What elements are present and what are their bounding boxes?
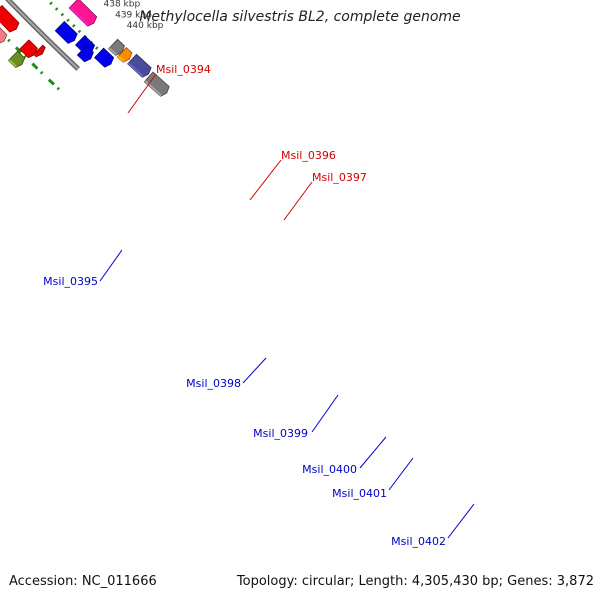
- gene-highlight: [117, 55, 125, 63]
- backbone-highlight: [7, 0, 79, 70]
- label-msil-0396[interactable]: Msil_0396: [281, 149, 336, 162]
- gene-highlight: [108, 47, 118, 56]
- gene-highlight: [0, 19, 12, 33]
- gc-ring: [0, 29, 61, 91]
- label-msil-0399[interactable]: Msil_0399: [253, 427, 308, 440]
- gene-block[interactable]: [143, 71, 170, 97]
- label-leader-line: [359, 436, 387, 469]
- gene-highlight: [77, 53, 86, 62]
- tick-label: 440 kbp: [127, 21, 164, 31]
- gene-msil-0402[interactable]: [127, 53, 152, 78]
- label-leader-line: [127, 73, 157, 114]
- label-leader-line: [249, 159, 282, 201]
- label-msil-0398[interactable]: Msil_0398: [186, 377, 241, 390]
- label-leader-line: [242, 357, 267, 384]
- label-leader-line: [447, 503, 475, 539]
- gene-highlight: [55, 29, 70, 44]
- gene-highlight: [144, 80, 162, 97]
- label-msil-0397[interactable]: Msil_0397: [312, 171, 367, 184]
- gene-msil-0396[interactable]: [7, 50, 26, 68]
- label-leader-line: [311, 394, 339, 433]
- gene-block[interactable]: [94, 47, 115, 68]
- tick-label: 438 kbp: [104, 0, 141, 10]
- gc-rings: [0, 0, 99, 91]
- gene-highlight: [94, 56, 107, 68]
- gene-msil-0397[interactable]: [33, 44, 46, 58]
- gc-ring: [45, 0, 99, 50]
- gene-block[interactable]: [54, 20, 78, 44]
- gene-highlight: [127, 62, 144, 78]
- label-msil-0400[interactable]: Msil_0400: [302, 463, 357, 476]
- backbone-layer: [5, 0, 80, 71]
- label-msil-0401[interactable]: Msil_0401: [332, 487, 387, 500]
- map-title: Methylocella silvestris BL2, complete ge…: [139, 9, 461, 25]
- topology-text: Topology: circular; Length: 4,305,430 bp…: [236, 574, 594, 589]
- gene-highlight: [19, 47, 30, 58]
- gene-features: [0, 0, 170, 97]
- gene-msil-0394[interactable]: [0, 19, 8, 44]
- gene-highlight: [33, 53, 38, 57]
- label-msil-0394[interactable]: Msil_0394: [156, 63, 211, 76]
- label-leader-line: [283, 181, 313, 221]
- accession-text: Accession: NC_011666: [9, 574, 157, 589]
- label-leader-line: [388, 457, 414, 491]
- gene-msil-0398[interactable]: [68, 0, 98, 27]
- label-msil-0395[interactable]: Msil_0395: [43, 275, 98, 288]
- tick-label: 439 kbp: [115, 10, 152, 20]
- gene-highlight: [8, 59, 17, 68]
- gene-labels: Msil_0394Msil_0396Msil_0397Msil_0395Msil…: [43, 63, 475, 548]
- label-leader-line: [99, 249, 123, 282]
- label-msil-0402[interactable]: Msil_0402: [391, 535, 446, 548]
- gene-highlight: [69, 6, 90, 27]
- tick-labels: 431 kbp432 kbp433 kbp434 kbp435 kbp436 k…: [104, 0, 164, 31]
